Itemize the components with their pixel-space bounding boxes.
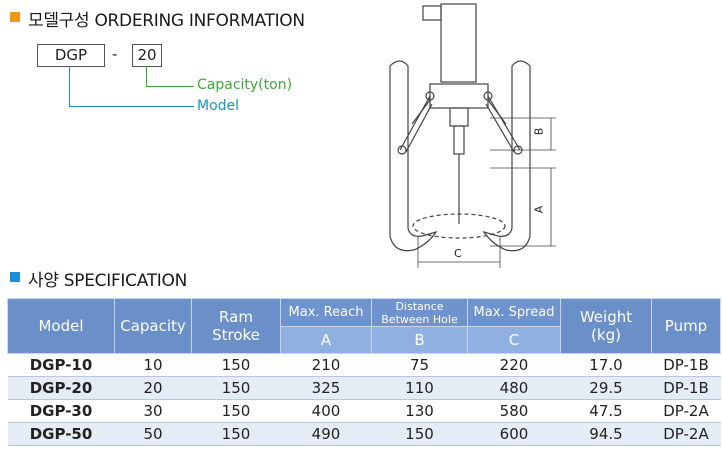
gear-puller-diagram: [389, 3, 556, 268]
col-weight: Weight(kg): [560, 298, 652, 354]
cell-pump: DP-2A: [651, 399, 721, 423]
cell-a: 490: [280, 422, 372, 446]
ordering-title: 모델구성 ORDERING INFORMATION: [28, 11, 305, 31]
blue-square-icon: [10, 272, 20, 282]
col-sub-c: C: [467, 326, 561, 354]
table-row: DGP-30 30 150 400 130 580 47.5 DP-2A: [7, 399, 721, 423]
cell-a: 400: [280, 399, 372, 423]
col-pump: Pump: [651, 298, 721, 354]
cell-capacity: 10: [114, 353, 192, 377]
col-max-spread: Max. Spread: [467, 298, 561, 327]
cell-a: 210: [280, 353, 372, 377]
model-connector: [69, 66, 70, 106]
cell-model: DGP-10: [7, 353, 115, 377]
cell-b: 75: [371, 353, 468, 377]
cell-a: 325: [280, 376, 372, 400]
col-model: Model: [7, 298, 115, 354]
cell-stroke: 150: [191, 422, 281, 446]
cell-pump: DP-1B: [651, 376, 721, 400]
cell-weight: 47.5: [560, 399, 652, 423]
cell-c: 580: [467, 399, 561, 423]
cell-weight: 94.5: [560, 422, 652, 446]
dash: -: [112, 45, 118, 63]
cell-stroke: 150: [191, 376, 281, 400]
cell-weight: 29.5: [560, 376, 652, 400]
table-row: DGP-20 20 150 325 110 480 29.5 DP-1B: [7, 376, 721, 400]
orange-square-icon: [10, 12, 20, 22]
cell-b: 110: [371, 376, 468, 400]
model-code-box: DGP: [37, 44, 105, 67]
col-sub-b: B: [371, 326, 468, 354]
cell-capacity: 50: [114, 422, 192, 446]
cell-c: 480: [467, 376, 561, 400]
capacity-label: Capacity(ton): [197, 77, 293, 93]
cell-stroke: 150: [191, 353, 281, 377]
cell-model: DGP-50: [7, 422, 115, 446]
cell-stroke: 150: [191, 399, 281, 423]
dim-c-label: C: [454, 247, 462, 260]
capacity-connector: [146, 66, 147, 86]
cell-pump: DP-2A: [651, 422, 721, 446]
cell-model: DGP-20: [7, 376, 115, 400]
col-capacity: Capacity: [114, 298, 192, 354]
col-max-reach: Max. Reach: [280, 298, 372, 327]
dim-a-label: A: [532, 205, 546, 214]
model-connector-h: [69, 106, 194, 107]
cell-c: 600: [467, 422, 561, 446]
cell-capacity: 20: [114, 376, 192, 400]
cell-weight: 17.0: [560, 353, 652, 377]
spec-title: 사양 SPECIFICATION: [28, 271, 188, 291]
cell-b: 130: [371, 399, 468, 423]
cell-model: DGP-30: [7, 399, 115, 423]
col-distance-between-hole: Distance Between Hole: [371, 298, 468, 327]
cell-pump: DP-1B: [651, 353, 721, 377]
capacity-connector-h: [146, 86, 194, 87]
table-row: DGP-50 50 150 490 150 600 94.5 DP-2A: [7, 422, 721, 446]
cell-capacity: 30: [114, 399, 192, 423]
capacity-code-box: 20: [132, 44, 162, 67]
table-row: DGP-10 10 150 210 75 220 17.0 DP-1B: [7, 353, 721, 377]
model-label: Model: [197, 98, 240, 114]
cell-b: 150: [371, 422, 468, 446]
col-sub-a: A: [280, 326, 372, 354]
dim-b-label: B: [532, 127, 546, 136]
cell-c: 220: [467, 353, 561, 377]
